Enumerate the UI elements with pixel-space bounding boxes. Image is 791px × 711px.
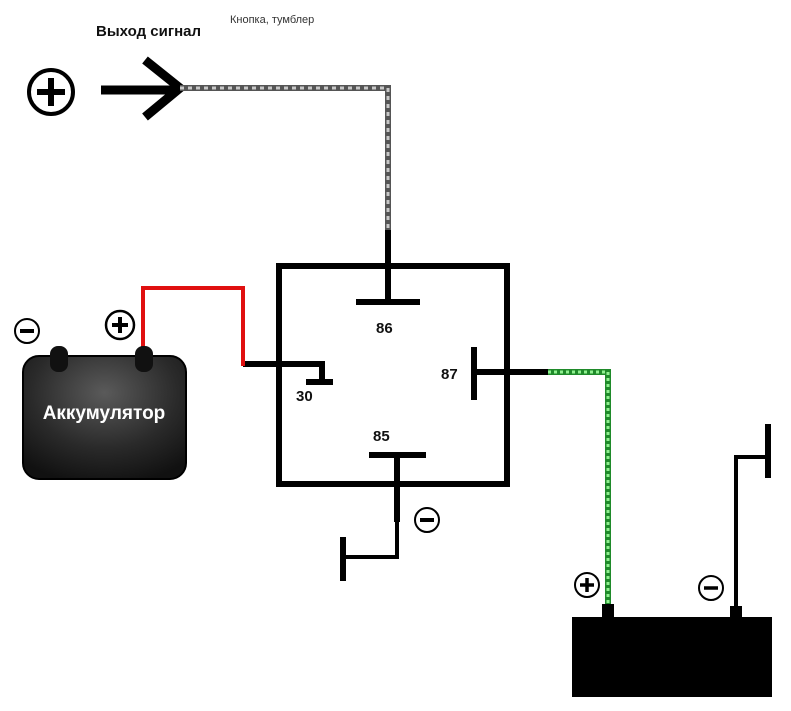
battery-positive-terminal xyxy=(135,346,153,372)
battery-label: Аккумулятор xyxy=(43,403,166,424)
relay-pin-86 xyxy=(356,230,420,305)
load-plus-icon xyxy=(574,572,600,598)
signal-arrow-icon xyxy=(101,56,188,121)
load-minus-icon xyxy=(698,575,724,601)
battery-plus-icon xyxy=(104,309,136,341)
ground-minus-icon xyxy=(414,507,440,533)
switch-label: Кнопка, тумблер xyxy=(230,14,314,26)
pin-87-label: 87 xyxy=(441,366,458,383)
battery-minus-icon xyxy=(14,318,40,344)
load-positive-terminal xyxy=(602,604,614,618)
power-wire xyxy=(141,286,245,366)
ground-wire-85 xyxy=(340,522,399,581)
signal-wire xyxy=(180,85,391,232)
signal-output-label: Выход сигнал xyxy=(96,23,201,40)
pin-85-label: 85 xyxy=(373,428,390,445)
pin-86-label: 86 xyxy=(376,320,393,337)
battery xyxy=(22,346,187,480)
load-device xyxy=(572,604,772,697)
battery-negative-terminal xyxy=(50,346,68,372)
relay-pin-87 xyxy=(471,347,548,400)
pin-30-label: 30 xyxy=(296,388,313,405)
load-ground-wire xyxy=(734,424,771,612)
signal-plus-icon xyxy=(27,68,75,116)
relay-pin-30 xyxy=(243,361,333,385)
relay-pin-85 xyxy=(369,452,426,522)
load-negative-terminal xyxy=(730,606,742,618)
load-wire xyxy=(548,369,611,608)
